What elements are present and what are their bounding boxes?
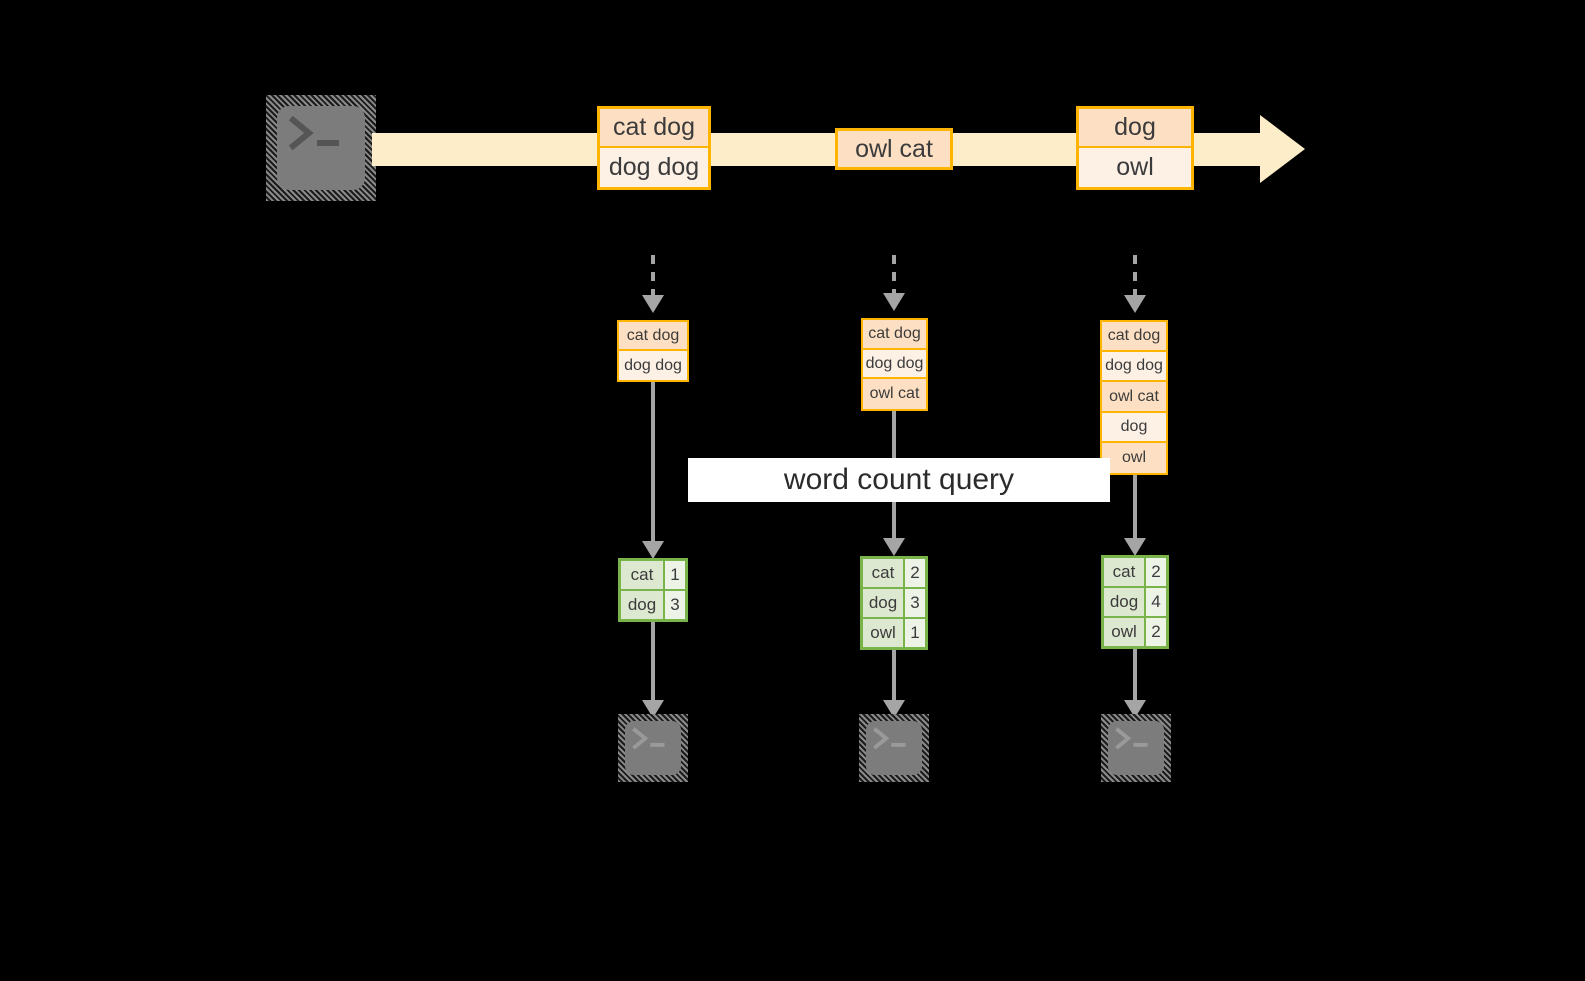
column-2-dashed-connector bbox=[892, 255, 896, 297]
query-label: word count query bbox=[688, 458, 1110, 502]
table-row: dog 3 bbox=[863, 589, 925, 619]
result-count: 4 bbox=[1146, 588, 1166, 616]
result-word: cat bbox=[863, 559, 905, 587]
stream-record-2[interactable]: owl cat bbox=[835, 128, 953, 170]
table-row: dog 4 bbox=[1104, 588, 1166, 618]
table-row: cat 1 bbox=[621, 561, 685, 591]
column-2-result-table[interactable]: cat 2 dog 3 owl 1 bbox=[860, 556, 928, 650]
terminal-screen bbox=[625, 721, 681, 775]
terminal-screen bbox=[277, 106, 365, 190]
result-count: 2 bbox=[1146, 558, 1166, 586]
column-1-result-table[interactable]: cat 1 dog 3 bbox=[618, 558, 688, 622]
table-row: owl 1 bbox=[863, 619, 925, 647]
source-terminal-icon[interactable] bbox=[266, 95, 376, 201]
result-count: 1 bbox=[665, 561, 685, 589]
record-line: owl bbox=[1102, 442, 1166, 473]
record-line: owl bbox=[1079, 148, 1191, 187]
record-line: dog dog bbox=[863, 349, 926, 380]
column-1-query-arrowhead bbox=[642, 541, 664, 559]
stream-record-3[interactable]: dog owl bbox=[1076, 106, 1194, 190]
record-line: dog dog bbox=[1102, 352, 1166, 383]
column-3-dashed-connector bbox=[1133, 255, 1137, 297]
stream-record-1[interactable]: cat dog dog dog bbox=[597, 106, 711, 190]
result-count: 3 bbox=[905, 589, 925, 617]
result-count: 2 bbox=[905, 559, 925, 587]
table-row: cat 2 bbox=[1104, 558, 1166, 588]
record-line: owl cat bbox=[838, 131, 950, 167]
result-word: owl bbox=[1104, 618, 1146, 646]
stream-arrow-head bbox=[1260, 115, 1305, 183]
terminal-screen bbox=[1108, 721, 1164, 775]
terminal-prompt-icon bbox=[288, 116, 339, 151]
column-2-dashed-arrowhead bbox=[883, 293, 905, 311]
terminal-screen bbox=[866, 721, 922, 775]
record-line: dog bbox=[1079, 109, 1191, 148]
column-1-dashed-arrowhead bbox=[642, 295, 664, 313]
record-line: owl cat bbox=[1102, 382, 1166, 413]
record-line: dog dog bbox=[619, 351, 687, 380]
column-3-result-table[interactable]: cat 2 dog 4 owl 2 bbox=[1101, 555, 1169, 649]
column-3-query-connector bbox=[1133, 475, 1137, 545]
terminal-prompt-icon bbox=[632, 727, 665, 750]
column-3-query-arrowhead bbox=[1124, 538, 1146, 556]
column-3-sink-connector bbox=[1133, 649, 1137, 708]
terminal-prompt-icon bbox=[873, 727, 906, 750]
result-word: owl bbox=[863, 619, 905, 647]
result-word: cat bbox=[1104, 558, 1146, 586]
column-2-sink-connector bbox=[892, 650, 896, 708]
column-1-query-connector bbox=[651, 382, 655, 548]
column-2-accumulated-records[interactable]: cat dog dog dog owl cat bbox=[861, 318, 928, 411]
result-count: 1 bbox=[905, 619, 925, 647]
result-word: dog bbox=[863, 589, 905, 617]
table-row: dog 3 bbox=[621, 591, 685, 619]
column-1-accumulated-records[interactable]: cat dog dog dog bbox=[617, 320, 689, 382]
column-2-query-arrowhead bbox=[883, 538, 905, 556]
column-3-accumulated-records[interactable]: cat dog dog dog owl cat dog owl bbox=[1100, 320, 1168, 475]
table-row: owl 2 bbox=[1104, 618, 1166, 646]
column-3-sink-arrowhead bbox=[1124, 700, 1146, 718]
record-line: dog dog bbox=[600, 148, 708, 187]
column-1-sink-terminal-icon[interactable] bbox=[618, 714, 688, 782]
column-2-sink-terminal-icon[interactable] bbox=[859, 714, 929, 782]
column-1-dashed-connector bbox=[651, 255, 655, 297]
column-2-sink-arrowhead bbox=[883, 700, 905, 718]
result-word: cat bbox=[621, 561, 665, 589]
record-line: cat dog bbox=[600, 109, 708, 148]
record-line: owl cat bbox=[863, 379, 926, 410]
record-line: cat dog bbox=[863, 320, 926, 350]
terminal-prompt-icon bbox=[1115, 727, 1148, 750]
result-count: 3 bbox=[665, 591, 685, 619]
result-word: dog bbox=[1104, 588, 1146, 616]
record-line: cat dog bbox=[619, 322, 687, 352]
result-word: dog bbox=[621, 591, 665, 619]
record-line: dog bbox=[1102, 412, 1166, 443]
column-3-dashed-arrowhead bbox=[1124, 295, 1146, 313]
table-row: cat 2 bbox=[863, 559, 925, 589]
column-1-sink-arrowhead bbox=[642, 700, 664, 718]
record-line: cat dog bbox=[1102, 322, 1166, 353]
result-count: 2 bbox=[1146, 618, 1166, 646]
column-1-sink-connector bbox=[651, 622, 655, 708]
column-3-sink-terminal-icon[interactable] bbox=[1101, 714, 1171, 782]
